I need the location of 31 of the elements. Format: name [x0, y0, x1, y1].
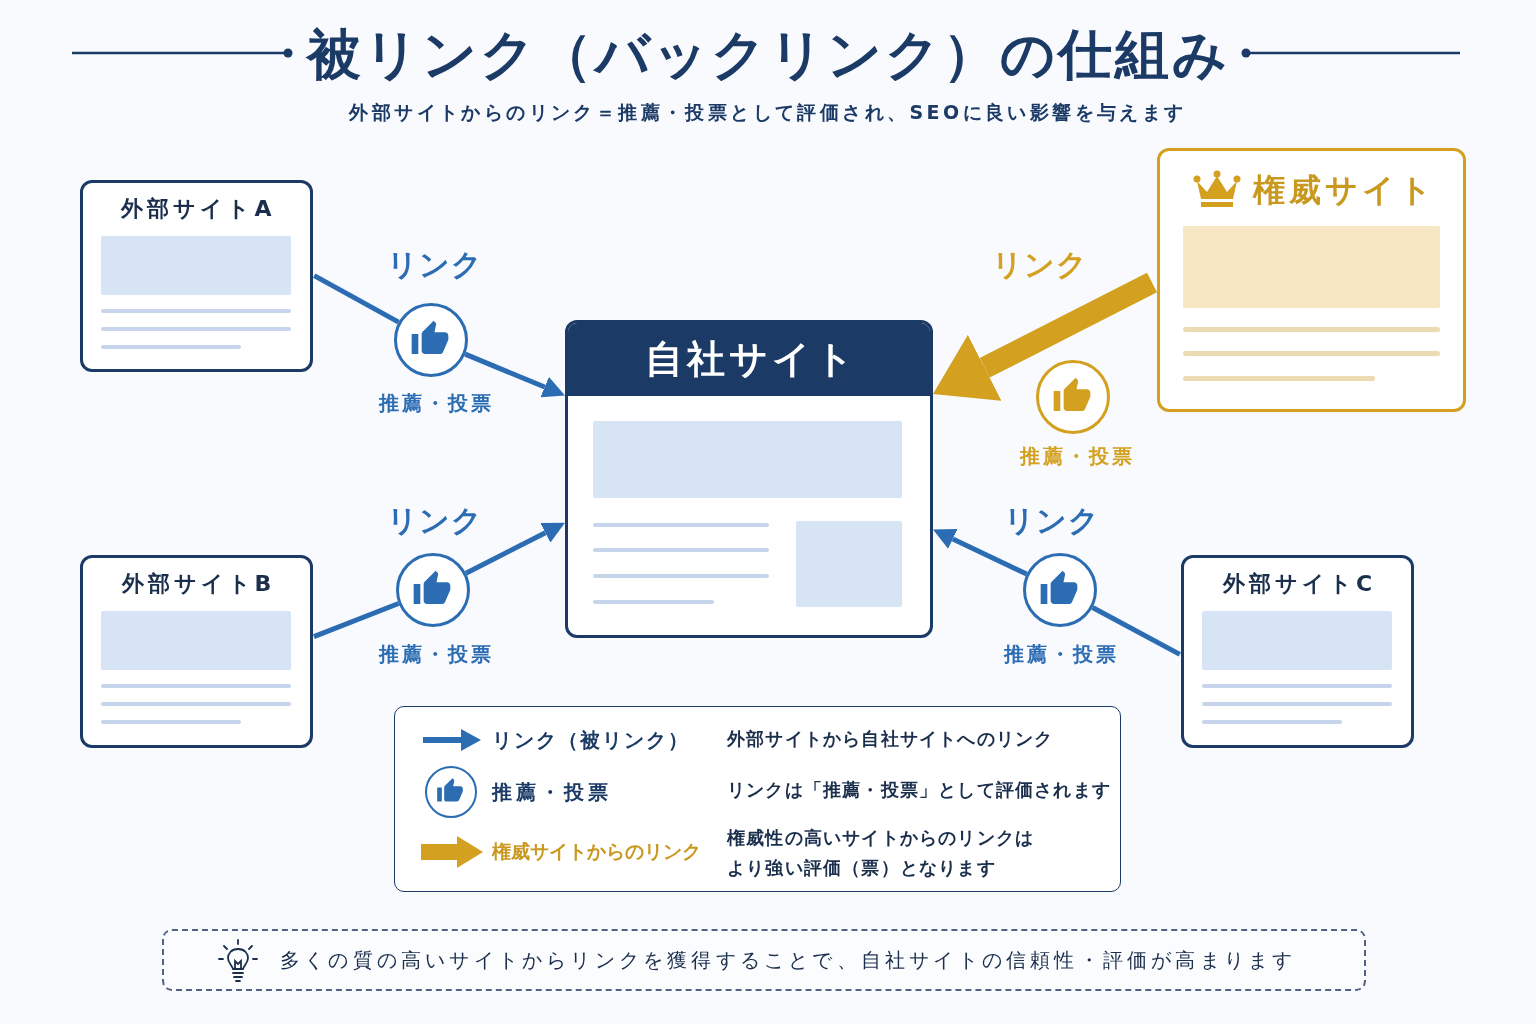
link-arrow — [464, 522, 565, 576]
legend-description: 外部サイトから自社サイトへのリンク — [727, 729, 1054, 751]
link-arrow — [464, 351, 565, 398]
site-card — [80, 555, 313, 748]
site-card — [1181, 555, 1414, 748]
subtitle: 外部サイトからのリンク＝推薦・投票として評価され、SEOに良い影響を与えます — [349, 101, 1187, 125]
connector-line — [1091, 605, 1181, 657]
site-card — [80, 180, 313, 372]
title: 被リンク（バックリンク）の仕組み — [306, 22, 1230, 89]
legend-label: 権威サイトからのリンク — [492, 840, 701, 864]
site-name: 外部サイトB — [121, 570, 276, 598]
site-name: 外部サイトA — [121, 195, 276, 223]
vote-caption: 推薦・投票 — [1004, 641, 1119, 667]
link-arrow — [933, 528, 1028, 577]
legend-label: リンク（被リンク） — [492, 727, 690, 753]
legend-label: 推薦・投票 — [492, 779, 612, 805]
tip-text: 多くの質の高いサイトからリンクを獲得することで、自社サイトの信頼性・評価が高まります — [280, 947, 1297, 973]
vote-caption: 推薦・投票 — [1020, 443, 1135, 469]
vote-caption: 推薦・投票 — [379, 390, 494, 416]
link-arrow — [933, 272, 1157, 401]
site-name: 自社サイト — [644, 336, 858, 384]
legend-description: リンクは「推薦・投票」として評価されます — [727, 780, 1111, 802]
vote-caption: 推薦・投票 — [379, 641, 494, 667]
legend-description: 権威性の高いサイトからのリンクはより強い評価（票）となります — [727, 827, 1036, 880]
site-window — [565, 320, 933, 638]
site-card — [1157, 148, 1466, 412]
connector-line — [313, 273, 400, 325]
site-name: 権威サイト — [1253, 170, 1436, 210]
connector-line — [313, 601, 400, 639]
site-name: 外部サイトC — [1222, 570, 1377, 598]
tip-box — [162, 929, 1366, 991]
